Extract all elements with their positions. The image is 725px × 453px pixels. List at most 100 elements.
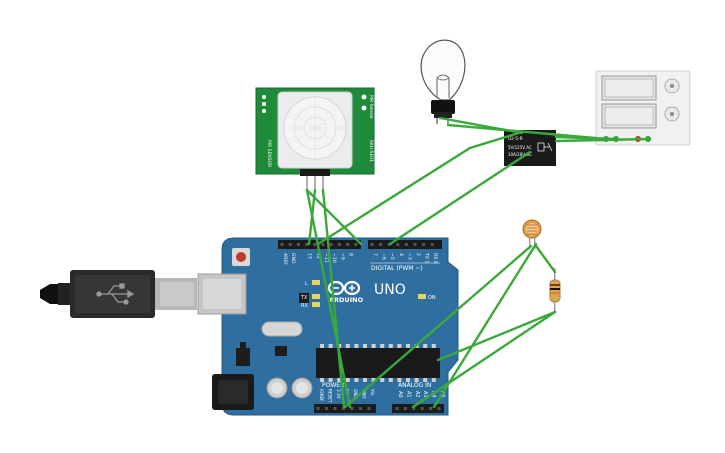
digital-pin-label: 8 bbox=[348, 253, 354, 256]
header-pin[interactable] bbox=[316, 407, 320, 410]
wire[interactable] bbox=[436, 310, 557, 362]
usb-cable bbox=[40, 270, 197, 318]
relay-label-2: 5V/125V AC bbox=[508, 145, 532, 150]
digital-header-label: DIGITAL (PWM ~) bbox=[371, 265, 423, 272]
header-pin[interactable] bbox=[403, 407, 407, 410]
digital-pin-label: TX 1 bbox=[424, 252, 430, 263]
wire[interactable] bbox=[388, 150, 532, 246]
led-tx-label: TX bbox=[300, 295, 308, 301]
power-label: POWER bbox=[322, 382, 344, 389]
header-pin[interactable] bbox=[437, 407, 441, 410]
atmega-chip bbox=[316, 348, 440, 378]
header-pin[interactable] bbox=[321, 243, 325, 246]
analog-pin-label: A1 bbox=[405, 391, 411, 398]
board-model: UNO bbox=[374, 282, 406, 298]
regulator bbox=[236, 348, 250, 366]
arduino-logo-text: ARDUINO bbox=[329, 296, 364, 304]
wire[interactable] bbox=[554, 135, 618, 141]
header-pin[interactable] bbox=[280, 243, 284, 246]
photoresistor bbox=[522, 219, 542, 249]
header-pin[interactable] bbox=[429, 407, 433, 410]
header-pin[interactable] bbox=[413, 243, 417, 246]
header-pin[interactable] bbox=[354, 243, 358, 246]
wire[interactable] bbox=[343, 244, 533, 409]
power-pin-label: 3.3V bbox=[336, 389, 341, 399]
wire[interactable] bbox=[411, 310, 557, 409]
crystal bbox=[261, 321, 303, 337]
wire[interactable] bbox=[305, 188, 352, 409]
wire[interactable] bbox=[534, 244, 557, 274]
digital-pin-label: 4 bbox=[398, 253, 404, 256]
wire[interactable] bbox=[305, 188, 363, 246]
header-pin[interactable] bbox=[420, 407, 424, 410]
led-tx bbox=[312, 294, 320, 299]
pir-side-label-right-top: PIR Sensor bbox=[368, 95, 374, 119]
header-pin[interactable] bbox=[350, 407, 354, 410]
header-pin[interactable] bbox=[329, 243, 333, 246]
analog-label: ANALOG IN bbox=[398, 382, 431, 389]
header-pin[interactable] bbox=[395, 407, 399, 410]
analog-header bbox=[392, 404, 444, 413]
wire[interactable] bbox=[554, 137, 650, 143]
header-pin[interactable] bbox=[404, 243, 408, 246]
digital-pin-label: RX 0 bbox=[432, 253, 438, 264]
on-label: ON bbox=[428, 295, 436, 301]
analog-pin-label: A0 bbox=[397, 391, 403, 398]
digital-pin-label: 13 bbox=[307, 253, 313, 259]
digital-pin-label: ~11 bbox=[323, 253, 329, 263]
bottom-header-pins bbox=[316, 407, 441, 410]
header-pin[interactable] bbox=[288, 243, 292, 246]
light-bulb bbox=[420, 39, 466, 124]
header-pin[interactable] bbox=[296, 243, 300, 246]
led-l bbox=[312, 280, 320, 285]
power-pin-label: Vin bbox=[370, 389, 375, 396]
digital-header-left bbox=[278, 240, 361, 249]
header-pin[interactable] bbox=[379, 243, 383, 246]
analog-pin-label: A3 bbox=[422, 391, 428, 398]
header-pin[interactable] bbox=[305, 243, 309, 246]
digital-pin-label: AREF bbox=[282, 253, 288, 265]
relay-label-3: 10A/28V DC bbox=[508, 152, 532, 157]
header-pin[interactable] bbox=[430, 243, 434, 246]
header-pin[interactable] bbox=[333, 407, 337, 410]
header-pin[interactable] bbox=[370, 243, 374, 246]
digital-pin-label: ~5 bbox=[389, 253, 395, 260]
pir-sensor: PIR SENSOR PIR Sensor SKU-SE01 bbox=[255, 87, 375, 190]
arduino-logo-icon bbox=[327, 280, 361, 296]
power-pin-label: IOREF bbox=[319, 389, 324, 402]
header-pin[interactable] bbox=[359, 407, 362, 410]
led-rx bbox=[312, 302, 320, 307]
wire[interactable] bbox=[321, 188, 346, 409]
digital-pin-label: 2 bbox=[415, 253, 421, 256]
pir-side-label-left: PIR SENSOR bbox=[266, 140, 272, 167]
header-pin[interactable] bbox=[313, 243, 317, 246]
header-pin[interactable] bbox=[367, 407, 371, 410]
header-pin[interactable] bbox=[342, 407, 345, 410]
power-pin-label: RESET bbox=[328, 389, 333, 403]
digital-pin-label: ~6 bbox=[381, 253, 387, 260]
pir-side-label-right-bottom: SKU-SE01 bbox=[368, 140, 374, 162]
header-pin[interactable] bbox=[325, 407, 328, 410]
header-pin[interactable] bbox=[396, 243, 400, 246]
header-pin[interactable] bbox=[346, 243, 350, 246]
wall-outlet bbox=[595, 70, 691, 146]
digital-pin-label: ~10 bbox=[331, 253, 337, 263]
header-pin[interactable] bbox=[412, 407, 416, 410]
wire[interactable] bbox=[432, 242, 538, 409]
led-rx-label: RX bbox=[301, 303, 308, 309]
led-on bbox=[418, 294, 426, 299]
digital-pin-label: GND bbox=[290, 253, 296, 264]
analog-pin-label: A2 bbox=[414, 391, 420, 398]
pir-potentiometer[interactable] bbox=[361, 94, 367, 100]
header-pin[interactable] bbox=[337, 243, 341, 246]
pir-potentiometer[interactable] bbox=[361, 105, 367, 111]
power-pin-label: GND bbox=[353, 389, 358, 399]
wire[interactable] bbox=[316, 130, 524, 246]
reset-button-cap[interactable] bbox=[236, 252, 246, 262]
digital-pin-label: ~3 bbox=[406, 253, 412, 260]
header-pin[interactable] bbox=[422, 243, 426, 246]
resistor bbox=[549, 268, 561, 312]
